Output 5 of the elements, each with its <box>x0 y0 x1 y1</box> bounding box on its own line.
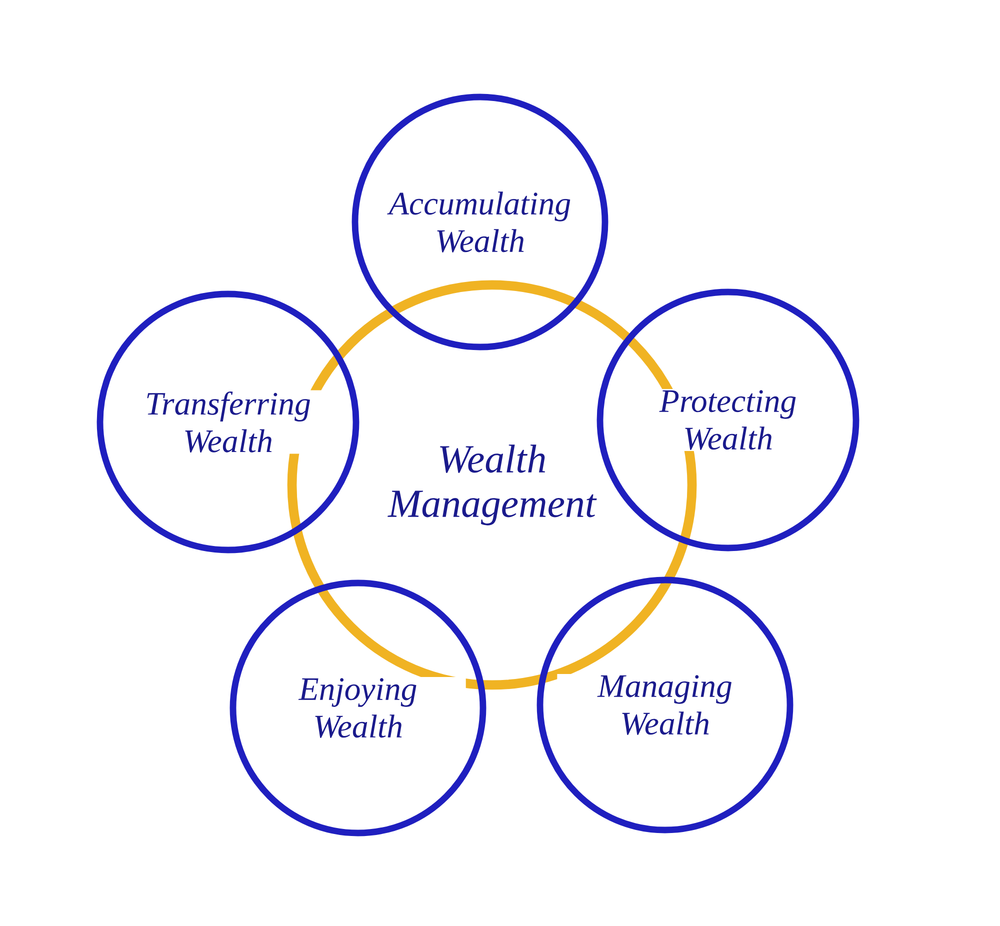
circle-node: Enjoying Wealth <box>230 580 486 836</box>
circle-node: Protecting Wealth <box>596 288 860 552</box>
circle-node: Managing Wealth <box>536 576 794 834</box>
circle-node: Transferring Wealth <box>96 290 360 554</box>
circle-node: Accumulating Wealth <box>352 94 608 350</box>
